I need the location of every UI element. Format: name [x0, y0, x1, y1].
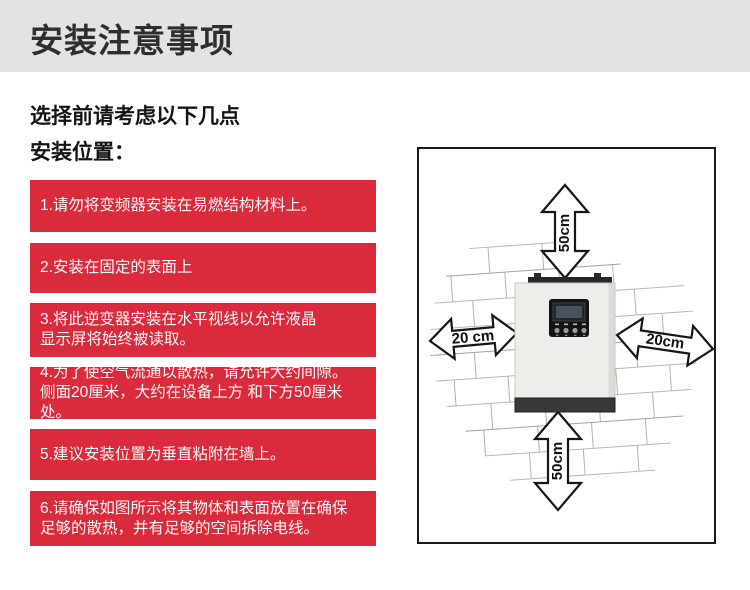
note-text: 6.请确保如图所示将其物体和表面放置在确保	[40, 499, 348, 517]
mount-bracket	[528, 277, 612, 283]
note-text: 2.安装在固定的表面上	[40, 259, 193, 276]
install-location-heading: 安装位置：	[30, 141, 135, 164]
panel-labels	[555, 323, 586, 326]
note-box-6: 6.请确保如图所示将其物体和表面放置在确保 足够的散热，并有足够的空间拆除电线。	[30, 491, 376, 546]
inverter-base-band	[514, 397, 616, 413]
clearance-label-top: 50cm	[556, 214, 573, 252]
inverter-illustration	[514, 273, 616, 413]
note-box-1: 1.请勿将变频器安装在易燃结构材料上。	[30, 180, 376, 232]
title-bar: 安装注意事项	[0, 0, 750, 72]
clearance-arrow-right-icon	[615, 316, 715, 368]
note-text: 3.将此逆变器安装在水平视线以允许液晶	[40, 311, 317, 328]
note-box-5: 5.建议安装位置为垂直粘附在墙上。	[30, 429, 376, 480]
installation-clearance-diagram: 50cm 50cm 20 cm 20cm	[417, 147, 716, 544]
mount-tab-left	[534, 273, 541, 278]
clearance-label-bottom: 50cm	[549, 442, 566, 480]
panel-button-marks	[556, 334, 586, 337]
note-text: 5.建议安装位置为垂直粘附在墙上。	[40, 445, 286, 463]
panel-buttons	[554, 327, 587, 334]
intro-heading: 选择前请考虑以下几点	[30, 105, 240, 128]
clearance-label-left: 20 cm	[451, 327, 495, 348]
note-text: 显示屏将始终被读取。	[40, 331, 196, 348]
note-text: 4.为了使空气流通以散热，请允许大约间隙。	[40, 364, 348, 381]
note-box-4: 4.为了使空气流通以散热，请允许大约间隙。 侧面20厘米，大约在设备上方 和下方…	[30, 364, 376, 421]
note-box-3: 3.将此逆变器安装在水平视线以允许液晶 显示屏将始终被读取。	[30, 303, 376, 357]
note-text: 足够的散热，并有足够的空间拆除电线。	[40, 519, 320, 537]
page-title: 安装注意事项	[30, 22, 234, 59]
clearance-arrows	[428, 183, 715, 512]
lcd-screen-inner	[556, 306, 582, 318]
mount-tab-right	[594, 273, 601, 278]
clearance-label-right: 20cm	[645, 330, 685, 352]
note-box-2: 2.安装在固定的表面上	[30, 243, 376, 293]
body-shade	[608, 283, 615, 412]
note-text: 侧面20厘米，大约在设备上方 和下方50厘米处。	[40, 384, 343, 421]
note-text: 1.请勿将变频器安装在易燃结构材料上。	[40, 197, 317, 214]
